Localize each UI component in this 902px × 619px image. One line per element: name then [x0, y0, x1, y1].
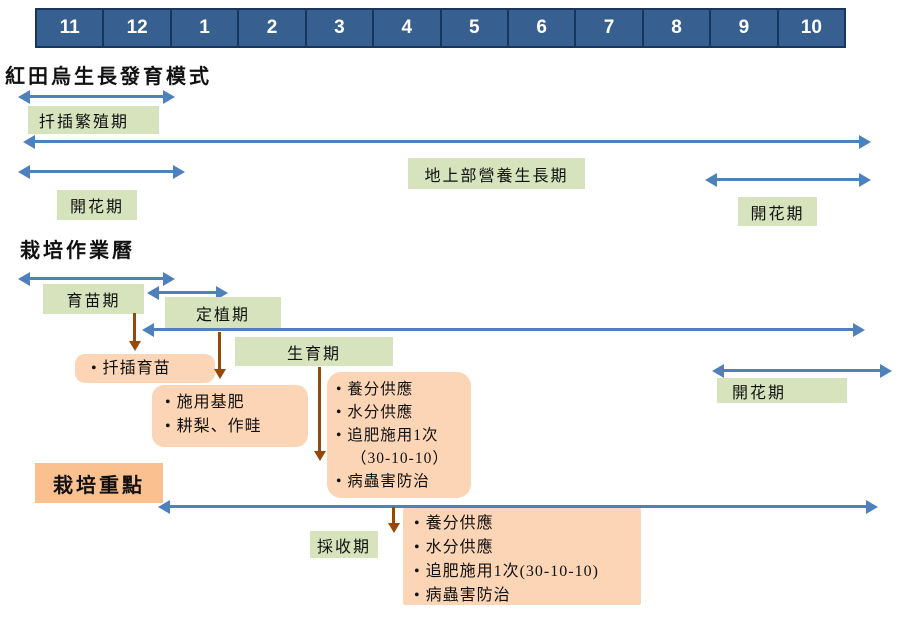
- transplant-label: 定植期: [165, 297, 281, 328]
- transplant-arrow: [147, 285, 228, 300]
- harvest-label: 採收期: [310, 531, 378, 558]
- month-cell: 10: [778, 10, 845, 46]
- harvest-care-note: • 養分供應 • 水分供應 • 追肥施用1次(30-10-10) • 病蟲害防治: [403, 508, 641, 605]
- flowering-label-calendar: 開花期: [717, 378, 847, 403]
- down-arrow-growing: [313, 367, 326, 461]
- month-cell: 3: [306, 10, 375, 46]
- nursery-label: 育苗期: [43, 284, 144, 314]
- month-cell: 9: [711, 10, 779, 46]
- flowering-arrow-right: [705, 172, 871, 187]
- harvest-period-arrow: [158, 499, 878, 514]
- down-arrow-harvest: [387, 507, 400, 533]
- month-cell: 11: [37, 10, 105, 46]
- key-points-title: 栽培重點: [35, 463, 163, 503]
- note-line: • 施用基肥: [165, 394, 245, 411]
- note-line: • 耕梨、作畦: [165, 418, 262, 435]
- flowering-label-right: 開花期: [738, 197, 817, 226]
- field-prep-note: • 施用基肥 • 耕梨、作畦: [152, 385, 308, 447]
- month-cell: 12: [104, 10, 172, 46]
- note-line: • 水分供應: [414, 539, 494, 556]
- cutting-seedling-note: • 扦插育苗: [75, 354, 215, 383]
- flowering-arrow-calendar: [712, 363, 892, 378]
- note-line: • 病蟲害防治: [414, 587, 511, 604]
- down-arrow-nursery: [128, 313, 141, 351]
- cutting-propagation-arrow: [18, 89, 175, 104]
- flowering-label-left: 開花期: [57, 190, 137, 220]
- month-bar: 11 12 1 2 3 4 5 6 7 8 9 10: [35, 8, 846, 48]
- month-cell: 7: [576, 10, 644, 46]
- month-cell: 8: [643, 10, 712, 46]
- month-cell: 4: [374, 10, 442, 46]
- cutting-propagation-label: 扦插繁殖期: [28, 106, 159, 134]
- note-line: • 病蟲害防治: [336, 473, 430, 490]
- cultivation-calendar-title: 栽培作業曆: [20, 240, 135, 262]
- flowering-arrow-left: [18, 164, 185, 179]
- vegetative-growth-arrow: [23, 134, 871, 149]
- month-cell: 6: [508, 10, 577, 46]
- growing-label: 生育期: [235, 337, 393, 366]
- month-cell: 1: [171, 10, 240, 46]
- month-cell: 2: [239, 10, 307, 46]
- month-cell: 5: [441, 10, 509, 46]
- growing-care-note: • 養分供應 • 水分供應 • 追肥施用1次 （30-10-10） • 病蟲害防…: [327, 372, 471, 498]
- note-line: • 追肥施用1次(30-10-10): [414, 563, 599, 580]
- vegetative-growth-label: 地上部營養生長期: [408, 158, 585, 189]
- note-line: • 追肥施用1次: [336, 427, 439, 444]
- note-line: • 水分供應: [336, 404, 414, 421]
- growing-period-arrow: [142, 322, 865, 337]
- note-line: • 養分供應: [414, 515, 494, 532]
- down-arrow-transplant: [213, 332, 226, 379]
- note-line: （30-10-10）: [351, 450, 449, 467]
- nursery-arrow: [18, 271, 175, 286]
- growth-model-title: 紅田烏生長發育模式: [5, 66, 212, 88]
- note-line: • 養分供應: [336, 381, 414, 398]
